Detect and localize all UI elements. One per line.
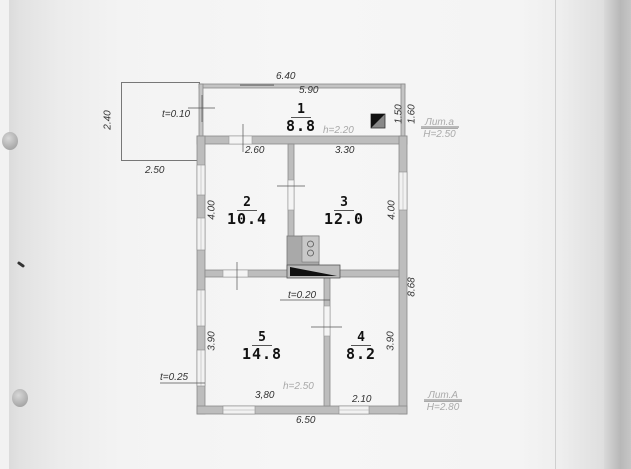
room-3: 3 12.0 (319, 193, 369, 227)
dim-room1-depth-inner: 1.50 (393, 104, 405, 124)
stove-fill-icon (290, 267, 337, 276)
room-1: 1 8.8 (276, 100, 326, 134)
dim-porch-depth: 2.40 (102, 110, 114, 130)
door-room1-room2 (228, 135, 253, 145)
room-area: 8.8 (285, 117, 317, 135)
building-height: H=2.80 (426, 402, 460, 413)
door-room5-room4 (323, 305, 331, 337)
dim-top-outer: 6.40 (276, 71, 296, 82)
stove-cooktop (301, 235, 320, 263)
annotation-wall-exterior: t=0.25 (160, 372, 189, 383)
room-2: 2 10.4 (222, 193, 272, 227)
room-4: 4 8.2 (336, 328, 386, 362)
dim-room2-width: 2.60 (245, 145, 265, 156)
annotation-ceiling-room1: h=2.20 (323, 125, 354, 136)
room-area: 10.4 (226, 210, 268, 228)
dim-room2-depth: 4.00 (206, 200, 218, 220)
building-height: H=2.50 (423, 129, 456, 140)
annotation-wall-interior: t=0.20 (288, 290, 317, 301)
door-room2-room3 (287, 179, 295, 211)
paper-left-margin (0, 0, 9, 469)
dim-porch-width: 2.50 (145, 165, 165, 176)
dim-room1-depth-outer: 1.60 (406, 104, 418, 124)
door-room2-room5 (222, 269, 249, 278)
room-number: 3 (334, 196, 354, 211)
room-area: 14.8 (241, 345, 283, 363)
dim-room1-width: 5.90 (299, 85, 319, 96)
dim-room3-width: 3.30 (335, 145, 355, 156)
annotation-ceiling-main: h=2.50 (283, 381, 314, 392)
room-area: 8.2 (345, 345, 377, 363)
burner-icon (307, 240, 314, 248)
room-number: 4 (351, 331, 371, 346)
porch-outline (121, 82, 200, 161)
dim-bottom-outer: 6.50 (296, 415, 316, 426)
punch-hole-top (2, 132, 18, 150)
room-number: 1 (291, 103, 311, 118)
dim-room5-width: 3,80 (255, 390, 275, 401)
punch-hole-bottom (12, 389, 28, 407)
burner-icon (307, 249, 314, 257)
annotation-wall-porch: t=0.10 (162, 109, 191, 120)
room-number: 2 (237, 196, 257, 211)
wall-room5-room4 (323, 276, 331, 407)
wall-room1-left (198, 83, 204, 139)
room-5: 5 14.8 (237, 328, 287, 362)
building-name: Лит.А (424, 390, 463, 402)
paper-fold-line (555, 0, 556, 469)
room-area: 12.0 (323, 210, 365, 228)
wall-bottom-main (196, 405, 408, 415)
dim-room5-depth: 3.90 (206, 331, 218, 351)
room-number: 5 (252, 331, 272, 346)
building-name: Лит.а (421, 117, 458, 129)
dim-room3-depth: 4.00 (386, 200, 398, 220)
building-label-lit-a-main: Лит.А H=2.80 (424, 390, 463, 413)
building-label-lit-a-small: Лит.а H=2.50 (421, 117, 458, 140)
room1-window (240, 84, 274, 86)
dim-room4-width: 2.10 (352, 394, 372, 405)
dim-total-length: 8.68 (406, 277, 418, 297)
dim-room4-depth: 3.90 (385, 331, 397, 351)
wall-top-main (196, 135, 408, 145)
paper-right-edge (604, 0, 631, 469)
